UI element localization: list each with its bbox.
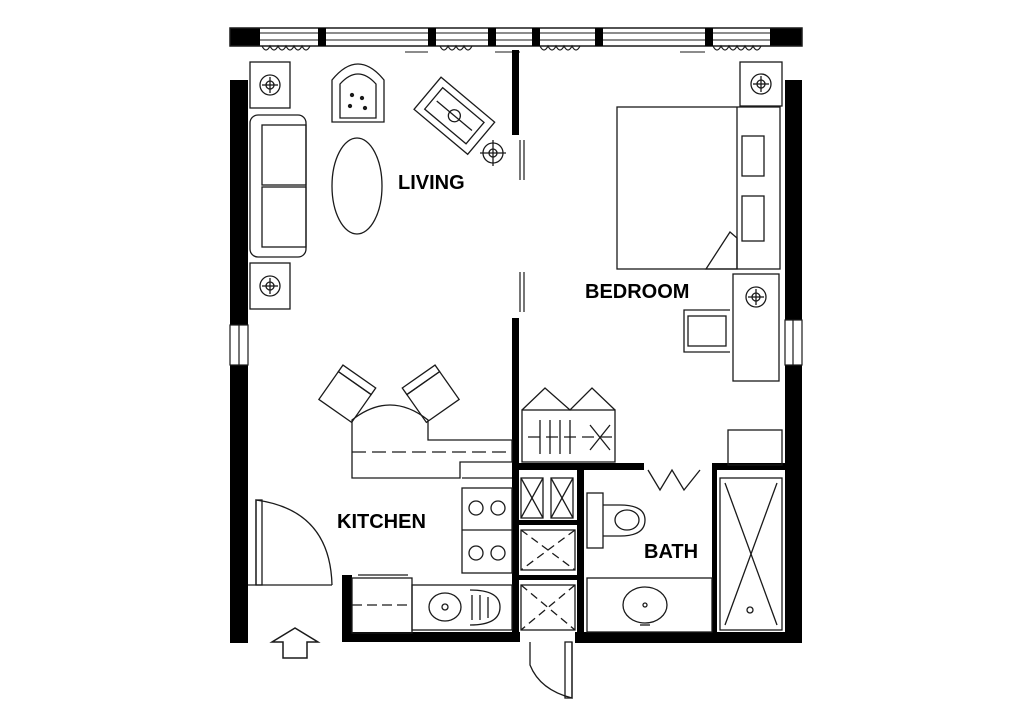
desk <box>732 273 780 382</box>
kitchen-sink <box>411 584 513 631</box>
entry-arrow-icon <box>269 627 321 659</box>
tv-cabinet <box>413 76 496 156</box>
sofa <box>249 114 307 258</box>
wardrobe <box>521 387 616 463</box>
desk-chair <box>683 309 730 353</box>
exterior-walls <box>230 28 802 643</box>
bedroom-label: BEDROOM <box>585 281 689 303</box>
toilet <box>586 492 604 549</box>
side-windows <box>229 319 803 366</box>
bed <box>616 106 781 270</box>
top-window-wall <box>229 27 803 53</box>
lamp-table-top-left <box>249 61 291 109</box>
coffee-table <box>331 137 383 235</box>
bedroom-furniture <box>521 61 783 466</box>
bath-fixtures <box>520 468 783 699</box>
kitchen-label: KITCHEN <box>337 511 426 533</box>
vanity <box>586 577 713 633</box>
living-label: LIVING <box>398 172 465 194</box>
dining-counter <box>351 404 513 479</box>
armchair <box>331 63 385 123</box>
dresser <box>727 429 783 466</box>
living-furniture <box>249 61 513 479</box>
entry-door <box>255 499 333 586</box>
bath-label: BATH <box>644 541 698 563</box>
lamp-table-bottom-left <box>249 262 291 310</box>
sliding-doors <box>519 140 525 312</box>
bedside-table-top <box>739 61 783 107</box>
shower <box>719 477 783 631</box>
interior-walls <box>512 50 802 642</box>
kitchen-fixtures <box>248 477 513 634</box>
